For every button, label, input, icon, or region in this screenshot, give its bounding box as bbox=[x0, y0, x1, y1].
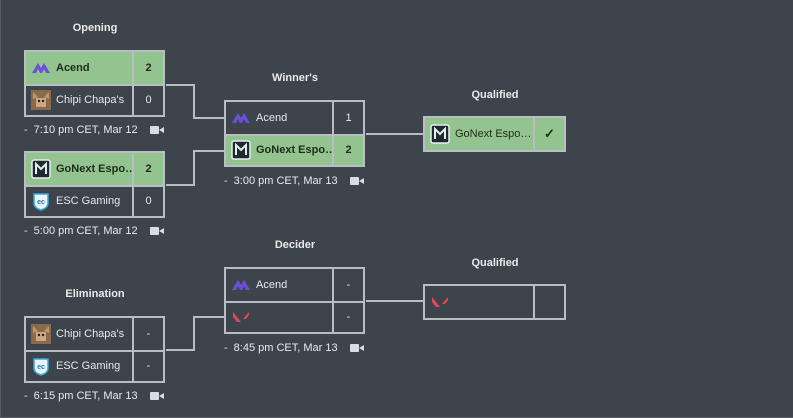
match-opening-2[interactable]: GoNext Espo… 2 ec ESC Gaming 0 bbox=[24, 151, 165, 218]
match-row-team1[interactable]: GoNext Espo… 2 bbox=[26, 153, 163, 185]
team-name: ESC Gaming bbox=[56, 195, 121, 208]
team-name: ESC Gaming bbox=[56, 360, 121, 373]
match-elimination[interactable]: Chipi Chapa's - ec ESC Gaming - bbox=[24, 316, 165, 383]
connector bbox=[366, 133, 424, 135]
connector bbox=[366, 300, 424, 302]
match-time: - 7:10 pm CET, Mar 12 bbox=[24, 124, 164, 136]
acend-logo-icon bbox=[30, 52, 52, 84]
match-winners[interactable]: Acend 1 GoNext Espo… 2 bbox=[224, 100, 365, 167]
connector bbox=[166, 84, 194, 86]
match-row-team2[interactable]: ec ESC Gaming - bbox=[26, 349, 163, 382]
match-row-team2[interactable]: Chipi Chapa's 0 bbox=[26, 83, 163, 116]
team-name: Acend bbox=[256, 278, 288, 291]
stage-title-elimination: Elimination bbox=[65, 288, 125, 300]
team-score: 2 bbox=[132, 52, 163, 84]
left-border bbox=[0, 0, 1, 418]
qualified-slot-bottom[interactable] bbox=[423, 284, 566, 320]
match-time-text: 7:10 pm CET, Mar 12 bbox=[33, 124, 138, 136]
team-name bbox=[252, 303, 332, 333]
team-score: 0 bbox=[132, 186, 163, 216]
stage-title-qualified-top: Qualified bbox=[471, 89, 519, 101]
dash: - bbox=[224, 342, 228, 354]
connector bbox=[166, 184, 194, 186]
match-opening-1[interactable]: Acend 2 Chipi Chapa's 0 bbox=[24, 50, 165, 117]
match-row-team2[interactable]: ec ESC Gaming 0 bbox=[26, 184, 163, 217]
esc-gaming-logo-icon: ec bbox=[30, 187, 52, 217]
team-name bbox=[451, 286, 533, 318]
gonext-logo-icon bbox=[30, 153, 52, 185]
video-camera-icon[interactable] bbox=[349, 343, 364, 353]
team-score: 2 bbox=[332, 135, 363, 165]
team-name: Chipi Chapa's bbox=[56, 94, 125, 107]
stage-title-opening: Opening bbox=[72, 22, 118, 34]
connector bbox=[193, 150, 224, 152]
match-row-team1[interactable]: Acend 1 bbox=[226, 102, 363, 134]
team-name: Acend bbox=[256, 111, 288, 124]
team-score: 2 bbox=[132, 153, 163, 185]
team-name: GoNext Espo… bbox=[256, 144, 332, 157]
dash: - bbox=[24, 225, 28, 237]
stage-title-decider: Decider bbox=[274, 239, 316, 251]
stage-title-winners: Winner's bbox=[272, 72, 318, 84]
esc-gaming-logo-icon: ec bbox=[30, 352, 52, 382]
match-time-text: 6:15 pm CET, Mar 13 bbox=[33, 390, 138, 402]
dash: - bbox=[24, 124, 28, 136]
match-time-text: 8:45 pm CET, Mar 13 bbox=[233, 342, 338, 354]
connector bbox=[166, 349, 194, 351]
connector bbox=[193, 316, 224, 318]
gonext-logo-icon bbox=[429, 118, 451, 150]
team-name: GoNext Espo… bbox=[56, 162, 132, 175]
match-row-team2[interactable]: GoNext Espo… 2 bbox=[226, 133, 363, 166]
svg-text:ec: ec bbox=[37, 364, 45, 371]
team-score: - bbox=[332, 302, 363, 332]
dash: - bbox=[24, 390, 28, 402]
video-camera-icon[interactable] bbox=[149, 125, 164, 135]
match-time: - 8:45 pm CET, Mar 13 bbox=[224, 342, 364, 354]
match-row-team2[interactable]: - bbox=[226, 300, 363, 333]
video-camera-icon[interactable] bbox=[149, 391, 164, 401]
connector bbox=[193, 151, 195, 186]
team-score: - bbox=[132, 318, 163, 350]
team-name: Chipi Chapa's bbox=[56, 327, 125, 340]
match-time-text: 3:00 pm CET, Mar 13 bbox=[233, 175, 338, 187]
checkmark-icon: ✓ bbox=[533, 118, 564, 150]
acend-logo-icon bbox=[230, 269, 252, 301]
team-score: - bbox=[132, 351, 163, 381]
dash: - bbox=[224, 175, 228, 187]
video-camera-icon[interactable] bbox=[349, 176, 364, 186]
connector bbox=[193, 317, 195, 351]
match-time-text: 5:00 pm CET, Mar 12 bbox=[33, 225, 138, 237]
connector bbox=[193, 117, 224, 119]
match-time: - 5:00 pm CET, Mar 12 bbox=[24, 225, 164, 237]
connector bbox=[193, 84, 195, 118]
svg-text:ec: ec bbox=[37, 199, 45, 206]
stage-title-qualified-bottom: Qualified bbox=[471, 257, 519, 269]
valorant-logo-icon bbox=[230, 303, 252, 333]
qualified-mark bbox=[533, 286, 564, 318]
qualified-slot-top[interactable]: GoNext Espo… ✓ bbox=[423, 116, 566, 152]
gonext-logo-icon bbox=[230, 136, 252, 166]
chipi-chapas-logo-icon bbox=[30, 86, 52, 116]
match-decider[interactable]: Acend - - bbox=[224, 267, 365, 334]
match-row-team1[interactable]: Acend - bbox=[226, 269, 363, 301]
chipi-chapas-logo-icon bbox=[30, 318, 52, 350]
video-camera-icon[interactable] bbox=[149, 226, 164, 236]
match-time: - 3:00 pm CET, Mar 13 bbox=[224, 175, 364, 187]
team-name: GoNext Espo… bbox=[455, 128, 532, 140]
team-score: 1 bbox=[332, 102, 363, 134]
match-time: - 6:15 pm CET, Mar 13 bbox=[24, 390, 164, 402]
valorant-logo-icon bbox=[429, 286, 451, 318]
match-row-team1[interactable]: Acend 2 bbox=[26, 52, 163, 84]
acend-logo-icon bbox=[230, 102, 252, 134]
team-name: Acend bbox=[56, 61, 90, 74]
team-score: - bbox=[332, 269, 363, 301]
match-row-team1[interactable]: Chipi Chapa's - bbox=[26, 318, 163, 350]
team-score: 0 bbox=[132, 85, 163, 115]
